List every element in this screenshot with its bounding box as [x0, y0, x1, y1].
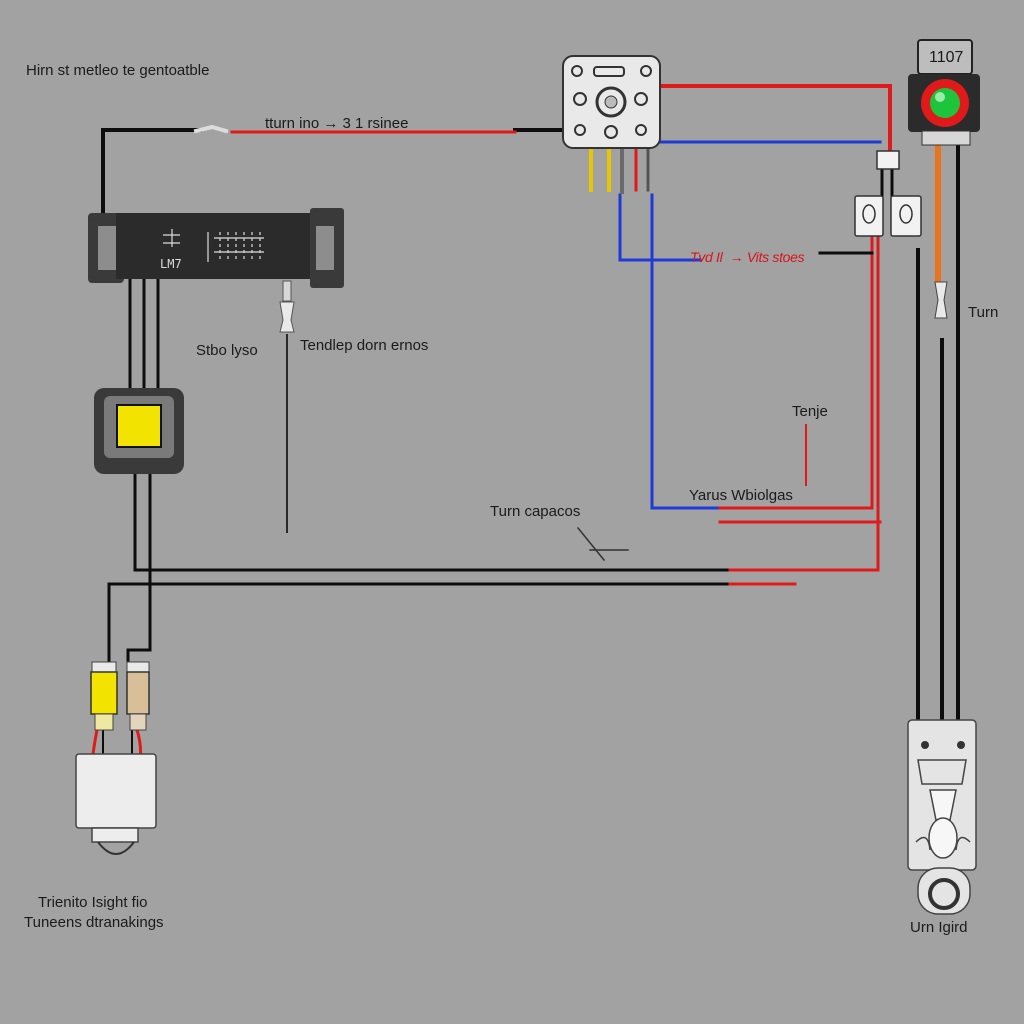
label-turn-light-1: Trienito Isight fio [38, 894, 148, 911]
fuse-connectors [90, 661, 150, 731]
label-red-wire: Tvd Il → Vits stoes [690, 249, 805, 265]
probe-connector [279, 280, 295, 333]
page-title: Hirn st metleo te gentoatble [26, 62, 210, 79]
capacitor-pointer-lines [576, 526, 629, 562]
yellow-fuse [90, 671, 118, 715]
label-turn-light-2: Tuneens dtranakings [24, 914, 164, 931]
led-green-icon [930, 88, 960, 118]
small-terminals [854, 150, 948, 319]
ic-module: LM7 [88, 208, 344, 288]
label-top-wire: tturn ino → 3 1 rsinee [265, 115, 409, 132]
red-wire-bus-upper [728, 218, 880, 572]
yellow-switch [94, 388, 184, 474]
wires [90, 84, 960, 764]
black-wire-bus-lower [107, 582, 732, 667]
label-yarus: Yarus Wbiolgas [689, 487, 793, 504]
terminal-block [562, 55, 661, 149]
led-indicator-label: 1107 [929, 49, 964, 66]
blue-wire-left-loop [618, 193, 702, 262]
black-wire-switch-down-1 [133, 470, 732, 572]
ic-module-label: LM7 [160, 257, 182, 271]
label-tendep: Tendlep dorn ernos [300, 337, 429, 354]
label-turn-right: Turn [968, 304, 999, 321]
red-wire-mid-right [718, 233, 874, 510]
tan-fuse [126, 671, 150, 715]
lamp-unit [75, 753, 157, 855]
ic-module-right-notch [316, 226, 334, 270]
ic-module-glyph [163, 229, 264, 262]
label-turn-capacitor: Turn capacos [490, 503, 581, 520]
blue-wire-long-drop [650, 193, 722, 510]
label-tenie: Tenje [792, 403, 828, 420]
wire-splice-top [193, 124, 229, 134]
turn-light-unit [907, 719, 977, 915]
label-urn-light: Urn Igird [910, 919, 968, 936]
black-wire-switch-down-2 [126, 470, 152, 667]
black-wire-terminal-link [880, 166, 894, 202]
led-indicator: 1107 [908, 39, 980, 146]
red-wire-top-right [658, 84, 892, 154]
black-wire-left-top [101, 128, 202, 217]
yellow-switch-button [116, 404, 162, 448]
label-stop-lyso: Stbo lyso [196, 342, 258, 359]
ic-module-body [116, 213, 316, 279]
ic-module-left-notch [98, 226, 118, 270]
